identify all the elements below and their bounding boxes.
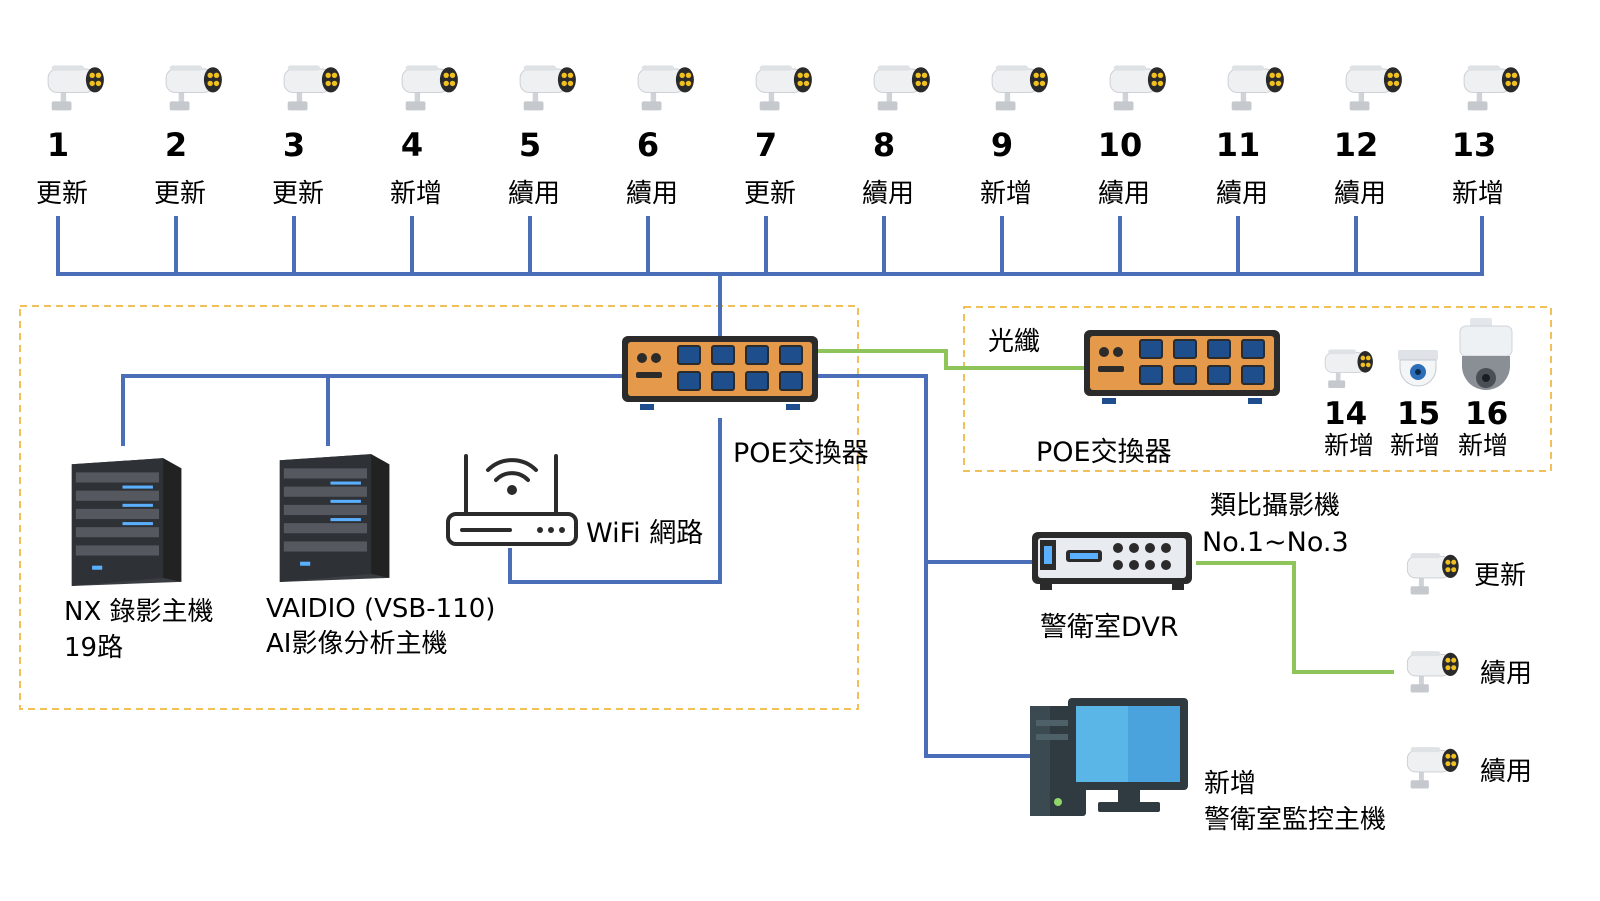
dvr-icon bbox=[1032, 532, 1192, 590]
camera-6-status: 續用 bbox=[626, 179, 678, 209]
camera-16-number: 16 bbox=[1465, 396, 1508, 432]
camera-3-icon bbox=[283, 64, 341, 111]
dome-camera-icon bbox=[1398, 350, 1438, 387]
camera-15-number: 15 bbox=[1397, 396, 1440, 432]
camera-bus bbox=[56, 216, 1484, 336]
camera-12-icon bbox=[1345, 64, 1403, 111]
camera-10-icon bbox=[1109, 64, 1167, 111]
camera-7-icon bbox=[755, 64, 813, 111]
camera-5-icon bbox=[519, 64, 577, 111]
remote-poe-switch-icon bbox=[1082, 328, 1282, 406]
camera-5-status: 續用 bbox=[508, 179, 560, 209]
analog-camera-3-icon bbox=[1406, 746, 1460, 789]
vaidio-description: AI影像分析主機 bbox=[266, 629, 447, 659]
camera-1-number: 1 bbox=[47, 126, 69, 164]
fiber-label: 光纖 bbox=[988, 327, 1040, 357]
camera-16-status: 新增 bbox=[1458, 431, 1508, 460]
analog-camera-3-status: 續用 bbox=[1480, 757, 1532, 787]
nx-recorder-label: NX 錄影主機 bbox=[64, 597, 214, 627]
analog-camera-title: 類比攝影機 bbox=[1210, 491, 1340, 521]
speed-dome-camera-icon bbox=[1459, 318, 1513, 390]
camera-15-status: 新增 bbox=[1390, 431, 1440, 460]
camera-14-status: 新增 bbox=[1324, 431, 1374, 460]
main-switch-label: POE交換器 bbox=[733, 438, 869, 469]
camera-10-number: 10 bbox=[1098, 126, 1143, 164]
nx-recorder-server-icon bbox=[71, 458, 182, 586]
main-site-group bbox=[19, 305, 859, 710]
camera-2-icon bbox=[165, 64, 223, 111]
camera-11-number: 11 bbox=[1216, 126, 1261, 164]
wifi-label: WiFi 網路 bbox=[586, 518, 703, 549]
camera-7-status: 更新 bbox=[744, 179, 796, 209]
camera-4-status: 新增 bbox=[390, 179, 442, 209]
vaidio-server-icon bbox=[279, 454, 390, 582]
camera-14-icon bbox=[1324, 349, 1374, 389]
camera-6-icon bbox=[637, 64, 695, 111]
camera-13-number: 13 bbox=[1452, 126, 1497, 164]
camera-1-status: 更新 bbox=[36, 179, 88, 209]
camera-9-number: 9 bbox=[991, 126, 1013, 164]
camera-13-icon bbox=[1463, 64, 1521, 111]
camera-8-icon bbox=[873, 64, 931, 111]
analog-camera-2-status: 續用 bbox=[1480, 659, 1532, 689]
camera-14-number: 14 bbox=[1324, 396, 1367, 432]
camera-2-status: 更新 bbox=[154, 179, 206, 209]
top-camera-row: 1 更新 2 更新 3 更新 4 新增 5 續用 6 續用 7 更新 8 續用 9 新增 10 續用 11 續用 12 續用 1… bbox=[36, 64, 1521, 209]
camera-11-icon bbox=[1227, 64, 1285, 111]
camera-3-status: 更新 bbox=[272, 179, 324, 209]
camera-8-number: 8 bbox=[873, 126, 895, 164]
camera-6-number: 6 bbox=[637, 126, 659, 164]
analog-camera-2-icon bbox=[1406, 650, 1460, 693]
vaidio-label: VAIDIO (VSB-110) bbox=[266, 594, 495, 624]
camera-4-icon bbox=[401, 64, 459, 111]
analog-camera-1-icon bbox=[1406, 552, 1460, 595]
network-links bbox=[121, 374, 1032, 758]
remote-site-group bbox=[963, 306, 1552, 472]
camera-13-status: 新增 bbox=[1452, 179, 1504, 209]
nx-recorder-channels: 19路 bbox=[64, 633, 123, 663]
camera-1-icon bbox=[47, 64, 105, 111]
monitor-pc-icon bbox=[1030, 698, 1188, 816]
fiber-links bbox=[818, 349, 1394, 674]
monitor-pc-status: 新增 bbox=[1204, 769, 1256, 799]
camera-12-status: 續用 bbox=[1334, 179, 1386, 209]
camera-5-number: 5 bbox=[519, 126, 541, 164]
camera-3-number: 3 bbox=[283, 126, 305, 164]
dvr-label: 警衛室DVR bbox=[1040, 612, 1179, 643]
camera-9-status: 新增 bbox=[980, 179, 1032, 209]
camera-2-number: 2 bbox=[165, 126, 187, 164]
router-leds bbox=[537, 527, 565, 533]
main-poe-switch-icon bbox=[621, 335, 819, 411]
remote-switch-label: POE交換器 bbox=[1036, 437, 1172, 468]
camera-10-status: 續用 bbox=[1098, 179, 1150, 209]
analog-camera-1-status: 更新 bbox=[1474, 561, 1526, 591]
camera-9-icon bbox=[991, 64, 1049, 111]
camera-12-number: 12 bbox=[1334, 126, 1379, 164]
monitor-pc-label: 警衛室監控主機 bbox=[1204, 805, 1386, 835]
wifi-router-icon bbox=[446, 454, 578, 546]
camera-8-status: 續用 bbox=[862, 179, 914, 209]
analog-camera-range: No.1~No.3 bbox=[1202, 527, 1349, 558]
camera-11-status: 續用 bbox=[1216, 179, 1268, 209]
camera-4-number: 4 bbox=[401, 126, 423, 164]
camera-7-number: 7 bbox=[755, 126, 777, 164]
